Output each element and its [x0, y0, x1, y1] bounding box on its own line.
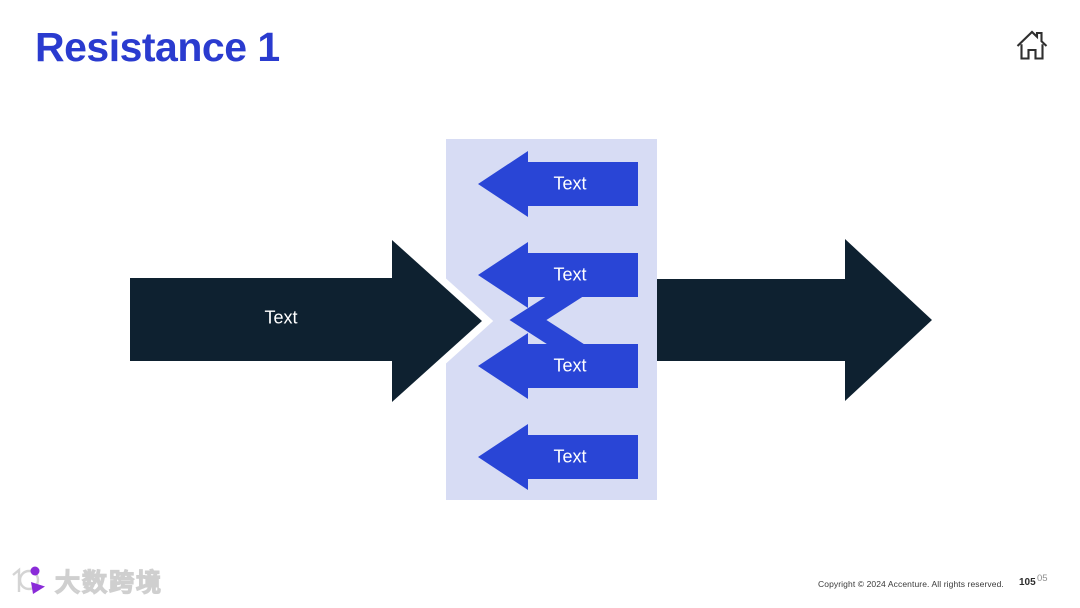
home-button[interactable] — [1012, 26, 1052, 66]
resistance-arrow-label-2: Text — [553, 264, 587, 285]
page-number: 105 — [1019, 577, 1036, 588]
resistance-arrow-shape-4 — [478, 424, 638, 490]
page-title: Resistance 1 — [35, 24, 280, 70]
dashu-kuajing-logo-icon — [12, 566, 45, 594]
output-arrow-shape — [652, 239, 932, 401]
main-arrow-shape — [130, 240, 482, 402]
home-icon — [1016, 30, 1048, 60]
resistance-arrow-shape-3 — [478, 333, 638, 399]
resistance-arrow-label-4: Text — [553, 446, 587, 467]
resistance-arrow-shape-1 — [478, 151, 638, 217]
page-number-ghost: 05 — [1037, 573, 1048, 584]
resistance-arrow-shape-2 — [478, 242, 638, 308]
copyright-text: Copyright © 2024 Accenture. All rights r… — [818, 579, 1004, 589]
watermark-logo: 大数跨境 — [6, 562, 163, 600]
resistance-arrow-label-3: Text — [553, 355, 587, 376]
watermark-text: 大数跨境 — [54, 568, 164, 597]
resistance-arrow-label-1: Text — [553, 173, 587, 194]
main-arrow-label: Text — [264, 307, 298, 328]
